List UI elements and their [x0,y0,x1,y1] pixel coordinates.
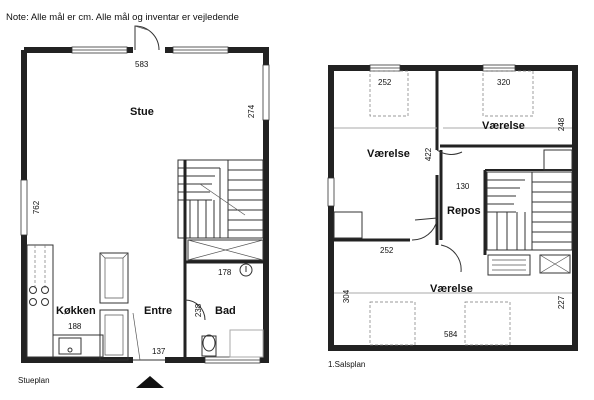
dimension-entry-width: 137 [152,347,166,356]
room-label-vaerelse-bottom: Værelse [430,283,473,295]
ground-right-window [262,64,270,121]
ground-stair-closet [187,239,264,261]
dimension-first-right-upper: 248 [557,117,567,132]
ground-floor-plan [20,25,270,388]
dimension-left-height: 762 [32,200,42,215]
caption-stueplan: Stueplan [18,376,50,385]
ground-left-window [20,179,28,236]
ground-terrace-door [134,25,160,51]
dimension-first-right-lower: 227 [557,295,567,310]
room-label-bad: Bad [215,305,236,317]
shower-area [229,329,264,358]
first-floor-doors [411,149,463,273]
water-heater-symbol [239,263,253,277]
dimension-first-middle: 252 [380,246,394,255]
bathroom-walls [183,160,266,360]
caption-1-salsplan: 1.Salsplan [328,360,366,369]
room-label-vaerelse-left: Værelse [367,148,410,160]
bed-outlines [369,70,534,346]
roof-slope-lines [334,127,572,294]
dimension-first-top-right: 320 [497,78,511,87]
entrance-arrow [136,376,164,388]
first-left-window [327,177,335,207]
dimension-top-width: 583 [135,60,149,69]
kitchen-counter [26,244,104,358]
ground-top-window [71,46,229,54]
wardrobe-right [543,149,573,171]
room-label-repos: Repos [447,205,481,217]
dimensions-note: Note: Alle mål er cm. Alle mål og invent… [6,12,239,23]
dimension-first-top-left: 252 [378,78,392,87]
ground-staircase [177,159,264,239]
first-staircase [486,171,573,251]
dimension-first-bottom-width: 584 [444,330,458,339]
first-floor-plan [327,64,578,351]
room-label-koekken: Køkken [56,305,96,317]
dimension-first-repos-width: 130 [456,182,470,191]
room-label-entre: Entre [144,305,173,317]
dimension-first-left-lower: 304 [342,289,352,304]
dimension-kitchen-width: 188 [68,322,82,331]
first-railing-closet [487,254,571,276]
entry-closets [99,252,141,361]
room-label-stue: Stue [130,106,154,118]
dimension-first-left-upper: 422 [424,147,434,162]
room-label-vaerelse-right: Værelse [482,120,525,132]
dimension-bath-width: 178 [218,268,232,277]
toilet-symbol [201,334,217,357]
first-floor-interior-walls [331,68,575,255]
dimension-stue-height: 274 [247,104,257,119]
dimension-bath-height: 238 [194,303,204,318]
wardrobe-left [333,211,363,239]
